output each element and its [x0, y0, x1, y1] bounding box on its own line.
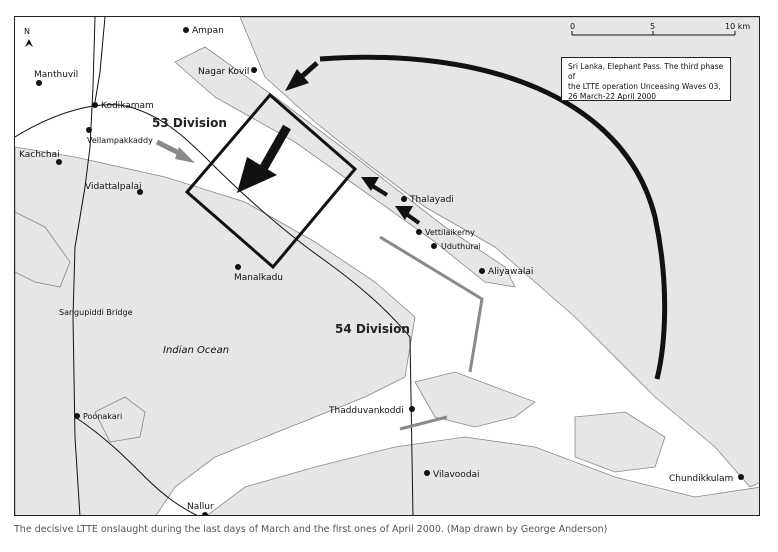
arrow-53-division	[155, 139, 195, 163]
legend-line-3: 26 March-22 April 2000	[568, 92, 657, 101]
arrow-thalayadi-shaft	[369, 183, 389, 197]
label-poonakari: Poonakari	[83, 412, 122, 421]
label-nagar-kovil: Nagar Kovil	[198, 67, 249, 77]
label-manthuvil: Manthuvil	[34, 70, 78, 80]
dot-vettilaikerny	[416, 229, 422, 235]
map-caption: The decisive LTTE onslaught during the l…	[14, 524, 608, 535]
arrow-53-head	[175, 147, 195, 163]
dot-nallur	[202, 512, 208, 515]
label-53-division: 53 Division	[152, 116, 227, 130]
dot-vidattalpalai	[137, 189, 143, 195]
north-arrow-shape	[25, 39, 33, 47]
place-markers: Ampan Nagar Kovil Manthuvil Kodikamam Ve…	[19, 26, 744, 515]
north-arrow-icon: N	[24, 27, 33, 47]
small-arrows	[285, 61, 421, 225]
arrow-thalayadi-head	[361, 177, 379, 191]
label-thadduvankoddi: Thadduvankoddi	[328, 406, 404, 416]
label-vilavoodai: Vilavoodai	[433, 470, 480, 480]
dot-vellampakkaddy	[86, 127, 92, 133]
land-south	[207, 436, 759, 515]
arrow-nagarkovil-head	[285, 69, 309, 91]
label-vidattalpalai: Vidattalpalai	[85, 182, 142, 192]
dot-nagar-kovil	[251, 67, 257, 73]
road-west-curve	[15, 104, 414, 515]
label-ampan: Ampan	[192, 26, 224, 36]
road-southwest	[74, 416, 198, 515]
label-aliyawalai: Aliyawalai	[488, 267, 533, 277]
land-lagoon-island-2	[414, 371, 536, 428]
scale-label-5: 5	[650, 22, 655, 31]
dot-ampan	[183, 27, 189, 33]
land-lagoon-island-3	[574, 411, 666, 473]
arrow-main-assault	[237, 124, 291, 193]
label-nallur: Nallur	[187, 502, 214, 512]
label-vettilaikerny: Vettilaikerny	[425, 228, 475, 237]
dot-vilavoodai	[424, 470, 430, 476]
label-manalkadu: Manalkadu	[234, 273, 283, 283]
label-kachchai: Kachchai	[19, 150, 60, 160]
label-thalayadi: Thalayadi	[409, 195, 454, 205]
label-vellampakkaddy: Vellampakkaddy	[87, 136, 153, 145]
scale-label-10: 10 km	[725, 22, 750, 31]
dot-thalayadi	[401, 196, 407, 202]
arrow-main-shaft	[259, 124, 291, 172]
scale-bar: 0 5 10 km	[570, 22, 750, 36]
map-canvas: 0 5 10 km N Ampan Nagar Kovil Manthuvil …	[15, 17, 759, 515]
dot-kachchai	[56, 159, 62, 165]
map-legend-box: Sri Lanka, Elephant Pass. The third phas…	[561, 57, 731, 101]
arrow-main-head	[237, 157, 277, 193]
label-uduthurai: Uduthurai	[441, 242, 481, 251]
arc-sea-landing	[319, 54, 668, 380]
dot-manthuvil	[36, 80, 42, 86]
attack-area-square	[184, 92, 358, 270]
label-chundikkulam: Chundikkulam	[669, 474, 733, 484]
dot-thadduvankoddi	[409, 406, 415, 412]
label-54-division: 54 Division	[335, 322, 410, 336]
dot-manalkadu	[235, 264, 241, 270]
dot-kodikamam	[92, 102, 98, 108]
frontline-south	[399, 415, 448, 431]
road-north-2	[94, 17, 106, 103]
land-northeast	[239, 17, 759, 488]
dot-chundikkulam	[738, 474, 744, 480]
scale-label-0: 0	[570, 22, 575, 31]
label-kodikamam: Kodikamam	[101, 101, 154, 111]
grey-frontlines	[379, 235, 484, 431]
label-sangupiddi-bridge: Sangupiddi Bridge	[59, 308, 133, 317]
dot-poonakari	[74, 413, 80, 419]
north-label: N	[24, 27, 30, 36]
arrow-vettilaikerny-head	[395, 206, 413, 220]
label-indian-ocean: Indian Ocean	[163, 345, 229, 356]
dot-uduthurai	[431, 243, 437, 249]
dot-aliyawalai	[479, 268, 485, 274]
legend-line-1: Sri Lanka, Elephant Pass. The third phas…	[568, 62, 724, 81]
land-lagoon-island-1	[94, 396, 146, 443]
frontline-54-division	[379, 235, 484, 373]
legend-line-2: the LTTE operation Unceasing Waves 03,	[568, 82, 721, 91]
map-frame: 0 5 10 km N Ampan Nagar Kovil Manthuvil …	[14, 16, 760, 516]
land-west-island	[15, 211, 71, 288]
